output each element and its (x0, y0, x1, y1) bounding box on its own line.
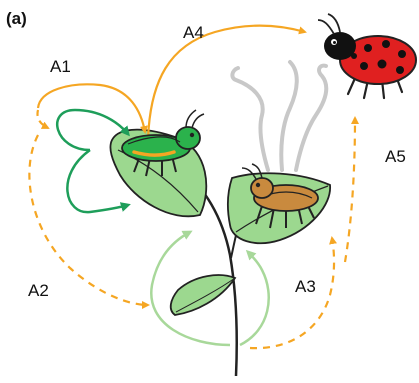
arrow-a1 (38, 84, 145, 132)
lower-leaf (171, 275, 235, 315)
label-a3: A3 (295, 277, 316, 296)
label-a2: A2 (28, 281, 49, 300)
arrow-a4 (148, 26, 305, 140)
label-a4: A4 (183, 23, 204, 42)
arrow-a5 (345, 118, 355, 262)
label-a1: A1 (50, 57, 71, 76)
arrow-a2-upper (37, 110, 48, 128)
ladybug-predator-icon (318, 14, 416, 98)
label-a5: A5 (385, 147, 406, 166)
arrow-light-green-right (240, 252, 269, 345)
plant-volatiles-icon (232, 62, 326, 170)
arrow-a3 (250, 238, 334, 348)
panel-label: (a) (6, 9, 27, 28)
